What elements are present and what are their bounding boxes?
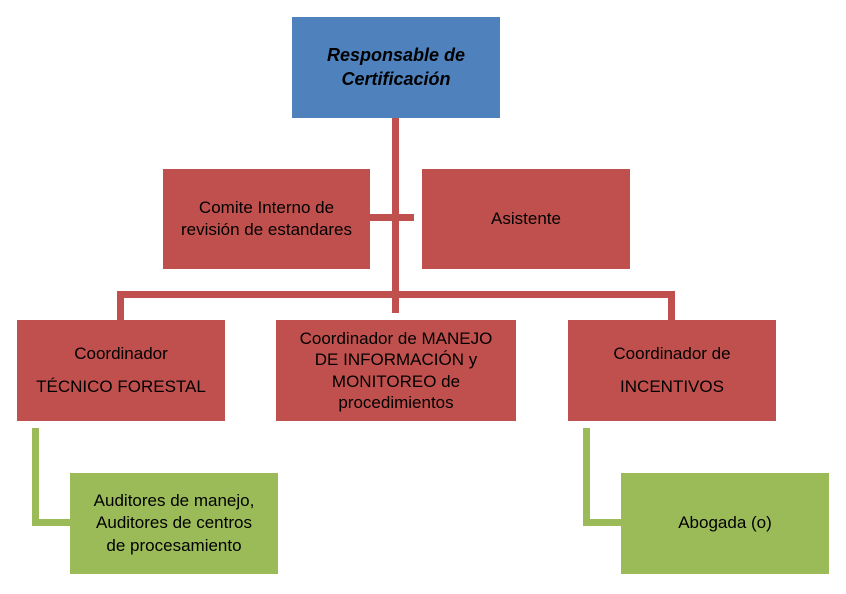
- incentivos-line2: INCENTIVOS: [620, 376, 724, 396]
- responsable-line2: Certificación: [341, 68, 451, 89]
- connector-incentivos-vertical: [583, 428, 590, 526]
- responsable-line1: Responsable de: [326, 45, 466, 66]
- manejo-line2: DE INFORMACIÓN y: [314, 350, 478, 370]
- connector-branch-horizontal: [117, 291, 675, 298]
- connector-tecnico-vertical: [32, 428, 39, 526]
- auditores-box: Auditores de manejo, Auditores de centro…: [70, 473, 278, 574]
- coordinador-manejo-box: Coordinador de MANEJO DE INFORMACIÓN y M…: [276, 320, 516, 421]
- auditores-line1: Auditores de manejo,: [93, 491, 255, 511]
- tecnico-line2: TÉCNICO FORESTAL: [36, 376, 206, 396]
- manejo-line4: procedimientos: [338, 392, 454, 412]
- connector-right-drop: [668, 291, 675, 320]
- responsable-certificacion-box: Responsable de Certificación: [292, 17, 500, 118]
- manejo-line1: Coordinador de MANEJO: [299, 329, 493, 348]
- comite-line1: Comite Interno de: [198, 197, 335, 217]
- coordinador-incentivos-box: Coordinador de INCENTIVOS: [568, 320, 776, 421]
- connector-left-drop: [117, 291, 124, 320]
- connector-incentivos-horizontal: [583, 519, 621, 526]
- asistente-box: Asistente: [422, 169, 630, 269]
- comite-interno-box: Comite Interno de revisión de estandares: [163, 169, 370, 269]
- auditores-line2: Auditores de centros: [96, 513, 252, 533]
- connector-staff-horizontal: [370, 214, 414, 221]
- abogada-box: Abogada (o): [621, 473, 829, 574]
- comite-line2: revisión de estandares: [180, 220, 353, 239]
- auditores-line3: de procesamiento: [106, 535, 242, 555]
- coordinador-tecnico-box: Coordinador TÉCNICO FORESTAL: [17, 320, 225, 421]
- asistente-label: Asistente: [491, 208, 561, 228]
- connector-tecnico-horizontal: [32, 519, 70, 526]
- incentivos-line1: Coordinador de: [613, 344, 731, 364]
- manejo-line3: MONITOREO de: [331, 371, 461, 391]
- tecnico-line1: Coordinador: [74, 344, 168, 364]
- abogada-label: Abogada (o): [678, 513, 772, 533]
